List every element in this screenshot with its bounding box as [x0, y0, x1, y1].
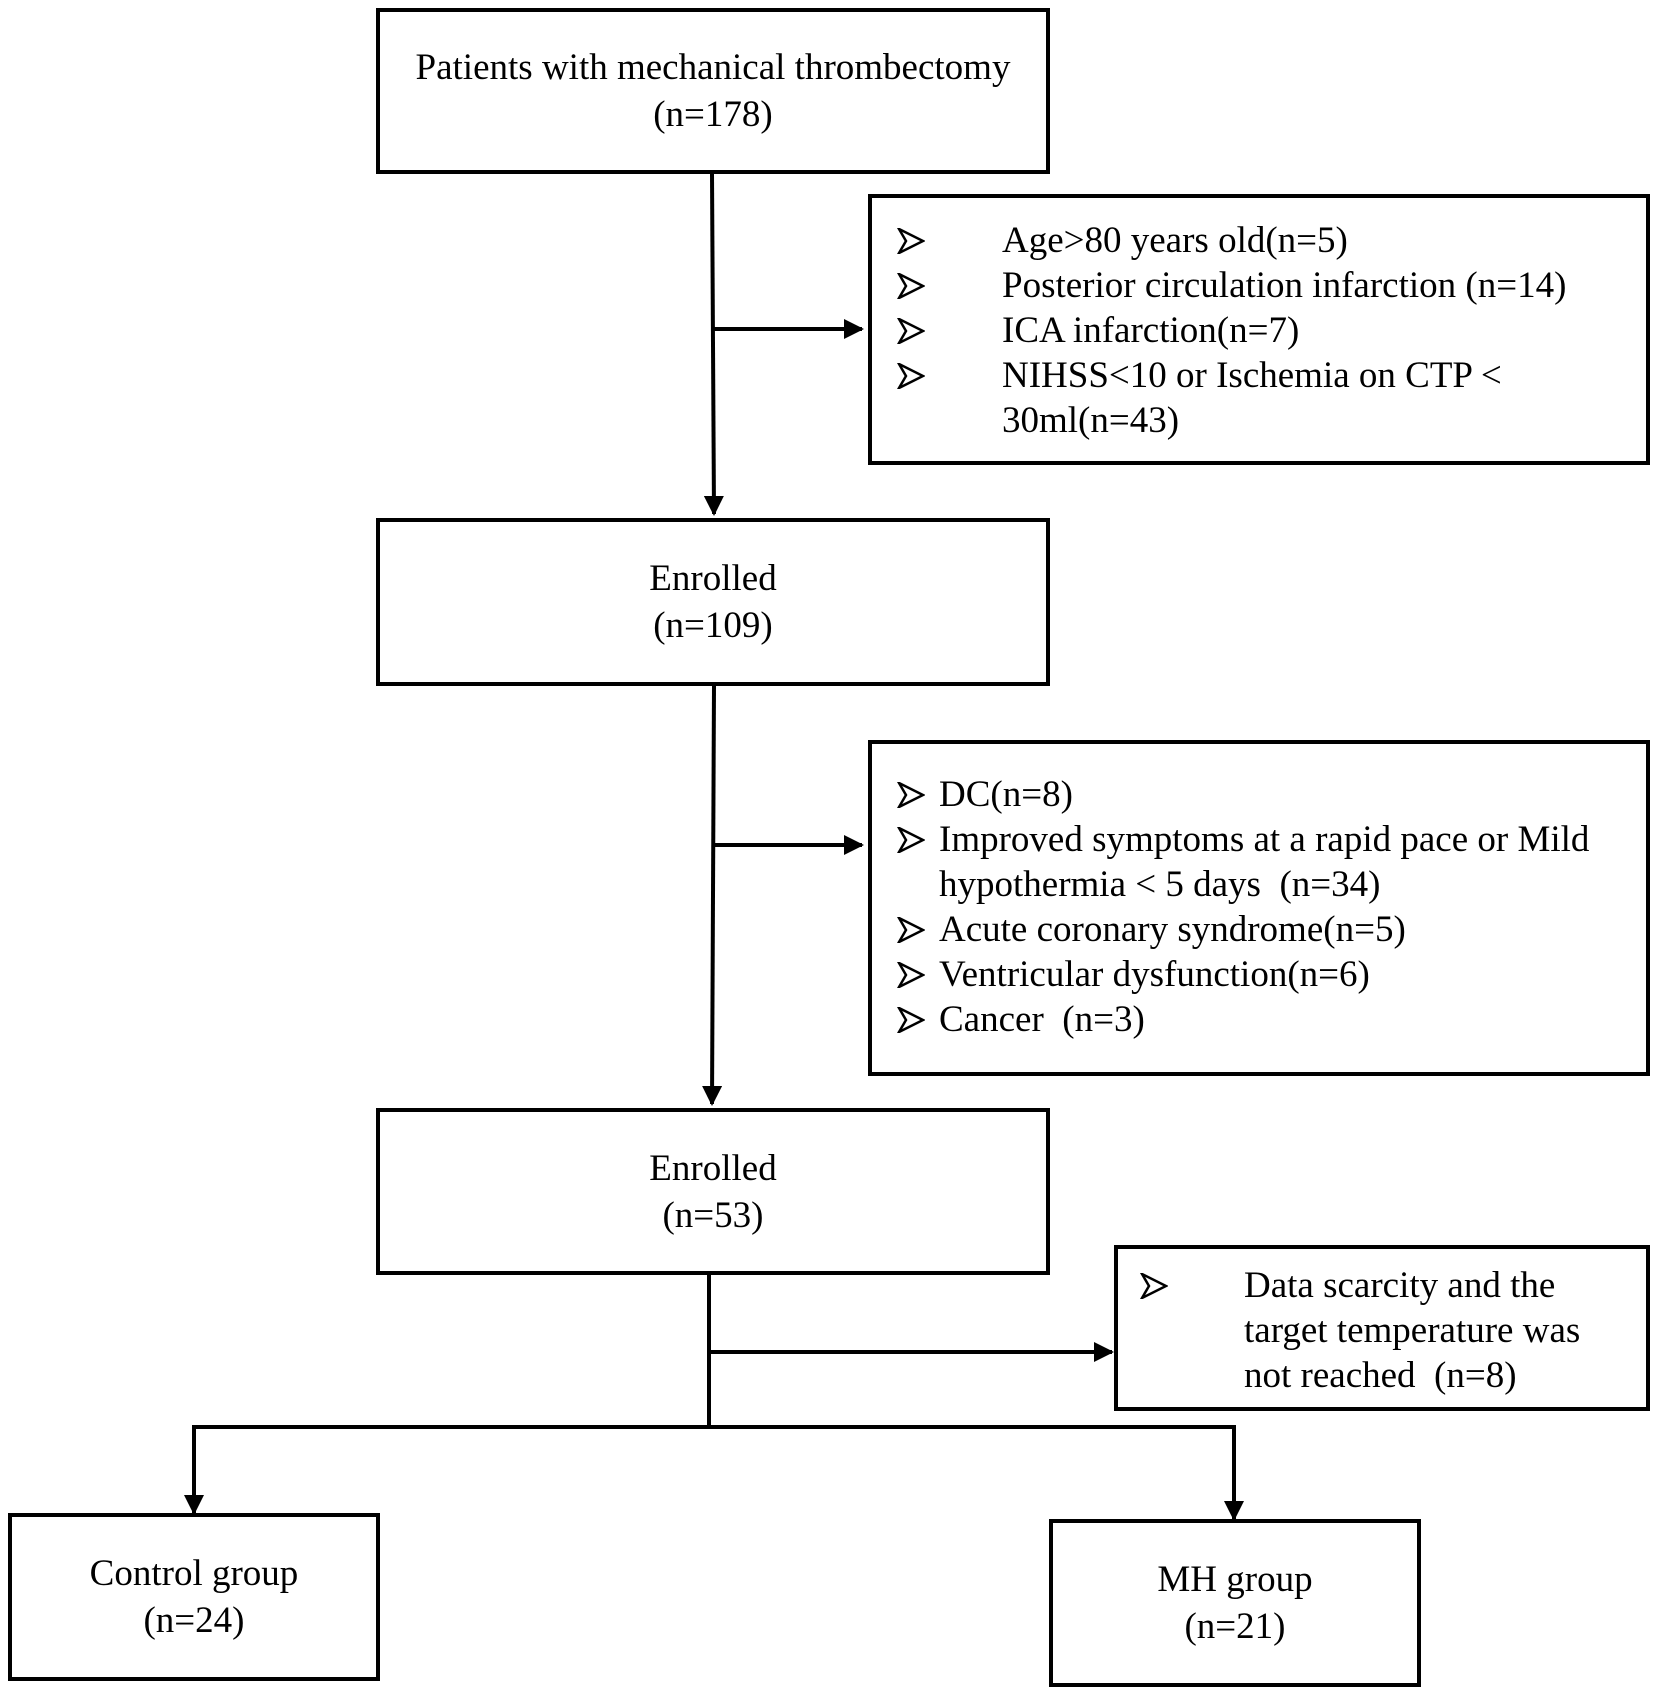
arrowhead-bullet-icon — [897, 308, 927, 353]
exclusion-box-2: DC(n=8) Improved symptoms at a rapid pac… — [868, 740, 1650, 1076]
enrolled-box-2: Enrolled (n=53) — [376, 1108, 1050, 1275]
arrowhead-bullet-icon — [897, 263, 927, 308]
enrolled-1-title: Enrolled — [649, 558, 777, 599]
arrowhead-bullet-icon — [897, 997, 927, 1042]
exclusion-item: Age>80 years old(n=5) — [897, 218, 1617, 263]
exclusion-item: Data scarcity and the target temperature… — [1140, 1263, 1620, 1398]
start-count: (n=178) — [653, 94, 773, 135]
exclusion-box-1: Age>80 years old(n=5) Posterior circulat… — [868, 194, 1650, 465]
control-group-count: (n=24) — [143, 1600, 245, 1641]
arrowhead-bullet-icon — [897, 772, 927, 817]
control-group-title: Control group — [89, 1553, 299, 1594]
exclusion-item: Ventricular dysfunction(n=6) — [897, 952, 1627, 997]
arrowhead-bullet-icon — [897, 353, 927, 398]
exclusion-item: Posterior circulation infarction (n=14) — [897, 263, 1617, 308]
control-group-box: Control group (n=24) — [8, 1513, 380, 1681]
split-line — [192, 1425, 1236, 1513]
arrowhead-bullet-icon — [897, 952, 927, 997]
arrowhead-bullet-icon — [897, 907, 927, 952]
mh-group-count: (n=21) — [1184, 1606, 1286, 1647]
exclusion-box-3: Data scarcity and the target temperature… — [1114, 1245, 1650, 1411]
enrolled-1-count: (n=109) — [653, 605, 773, 646]
arrowhead-bullet-icon — [1140, 1263, 1170, 1308]
start-box: Patients with mechanical thrombectomy (n… — [376, 8, 1050, 174]
enrolled-box-1: Enrolled (n=109) — [376, 518, 1050, 686]
start-title: Patients with mechanical thrombectomy — [415, 47, 1011, 88]
exclusion-item: DC(n=8) — [897, 772, 1627, 817]
arrowhead-bullet-icon — [897, 218, 927, 263]
mh-group-title: MH group — [1157, 1559, 1313, 1600]
enrolled-2-title: Enrolled — [649, 1147, 777, 1189]
mh-group-box: MH group (n=21) — [1049, 1519, 1421, 1687]
arrowhead-bullet-icon — [897, 817, 927, 862]
exclusion-list-2: DC(n=8) Improved symptoms at a rapid pac… — [897, 772, 1627, 1042]
exclusion-item: NIHSS<10 or Ischemia on CTP < 30ml(n=43) — [897, 353, 1562, 443]
exclusion-item: ICA infarction(n=7) — [897, 308, 1617, 353]
enrolled-2-count: (n=53) — [662, 1194, 764, 1236]
exclusion-item: Acute coronary syndrome(n=5) — [897, 907, 1627, 952]
exclusion-list-1: Age>80 years old(n=5) Posterior circulat… — [897, 218, 1617, 443]
arrow-enrolled1-to-enrolled2 — [702, 685, 723, 1106]
exclusion-item: Improved symptoms at a rapid pace or Mil… — [897, 817, 1627, 907]
arrow-start-to-enrolled1 — [703, 173, 724, 516]
exclusion-item: Cancer (n=3) — [897, 997, 1627, 1042]
exclusion-list-3: Data scarcity and the target temperature… — [1140, 1263, 1620, 1398]
